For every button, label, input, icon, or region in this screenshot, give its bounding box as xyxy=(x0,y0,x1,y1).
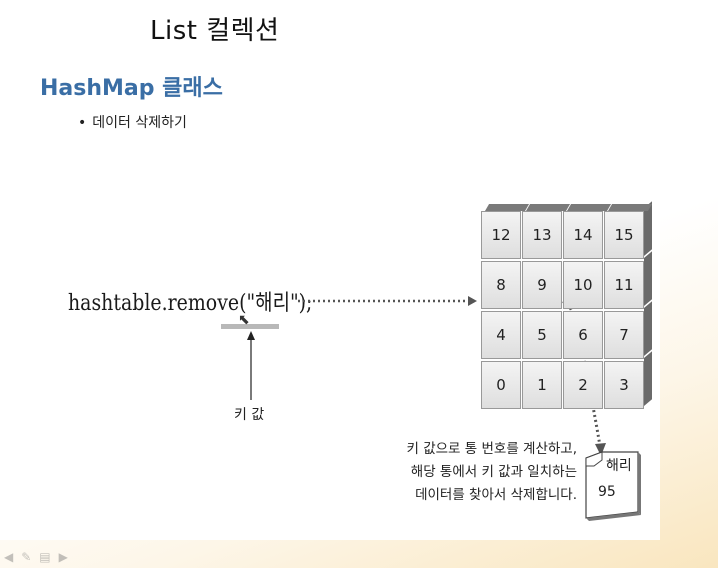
section-heading: HashMap 클래스 xyxy=(40,76,223,101)
bucket-number: 8 xyxy=(481,261,521,309)
bucket-cell: 6 xyxy=(563,311,603,359)
description-line: 키 값으로 통 번호를 계산하고, xyxy=(406,441,578,457)
bucket-number: 5 xyxy=(522,311,562,359)
bucket-cell: 13 xyxy=(522,204,571,259)
key-label: 키 값 xyxy=(234,407,265,423)
bucket-cell: 7 xyxy=(604,301,652,359)
bucket-number: 3 xyxy=(604,361,644,409)
description-line: 데이터를 찾아서 삭제합니다. xyxy=(415,487,577,503)
bucket-cell: 5 xyxy=(522,311,562,359)
prev-icon[interactable]: ◀ xyxy=(4,550,14,564)
bullet-dot-icon: • xyxy=(78,115,87,131)
bucket-number: 4 xyxy=(481,311,521,359)
bucket-number: 14 xyxy=(563,211,603,259)
bucket-cell: 0 xyxy=(481,361,521,409)
bucket-number: 9 xyxy=(522,261,562,309)
bucket-cell: 10 xyxy=(563,261,603,309)
note-value: 95 xyxy=(598,484,616,500)
bullet-item: • 데이터 삭제하기 xyxy=(78,112,187,132)
slide-title: List 컬렉션 xyxy=(150,16,280,46)
key-underline xyxy=(221,324,279,329)
menu-icon[interactable]: ▤ xyxy=(39,550,51,564)
bucket-number: 2 xyxy=(563,361,603,409)
bucket-number: 12 xyxy=(481,211,521,259)
bucket-cell: 4 xyxy=(481,311,521,359)
bucket-cell: 8 xyxy=(481,261,521,309)
bullet-text: 데이터 삭제하기 xyxy=(92,115,187,131)
bucket-cell: 15 xyxy=(604,201,653,259)
pen-icon[interactable]: ✎ xyxy=(21,550,32,564)
bucket-number: 11 xyxy=(604,261,644,309)
code-statement: hashtable.remove("해리"); xyxy=(68,291,313,316)
bucket-cell: 3 xyxy=(604,351,652,409)
bucket-number: 0 xyxy=(481,361,521,409)
bucket-cell: 9 xyxy=(522,261,562,309)
bucket-number: 6 xyxy=(563,311,603,359)
bucket-number: 10 xyxy=(563,261,603,309)
bucket-cell: 14 xyxy=(563,204,612,259)
bucket-cell: 11 xyxy=(604,251,652,309)
description-text: 키 값으로 통 번호를 계산하고, 해당 통에서 키 값과 일치하는 데이터를 … xyxy=(392,438,578,507)
note-key: 해리 xyxy=(606,458,632,474)
bucket-number: 13 xyxy=(522,211,562,259)
bucket-number: 1 xyxy=(522,361,562,409)
bucket-cell: 2 xyxy=(563,361,603,409)
bucket-number: 7 xyxy=(604,311,644,359)
description-line: 해당 통에서 키 값과 일치하는 xyxy=(410,464,577,480)
note-card xyxy=(582,448,641,521)
bucket-number: 15 xyxy=(604,211,644,259)
bucket-cell: 12 xyxy=(481,204,530,259)
slide-nav: ◀ ✎ ▤ ▶ xyxy=(4,550,68,564)
bucket-cell: 1 xyxy=(522,361,562,409)
mouse-cursor-icon: ⬉ xyxy=(238,312,250,328)
next-icon[interactable]: ▶ xyxy=(58,550,68,564)
